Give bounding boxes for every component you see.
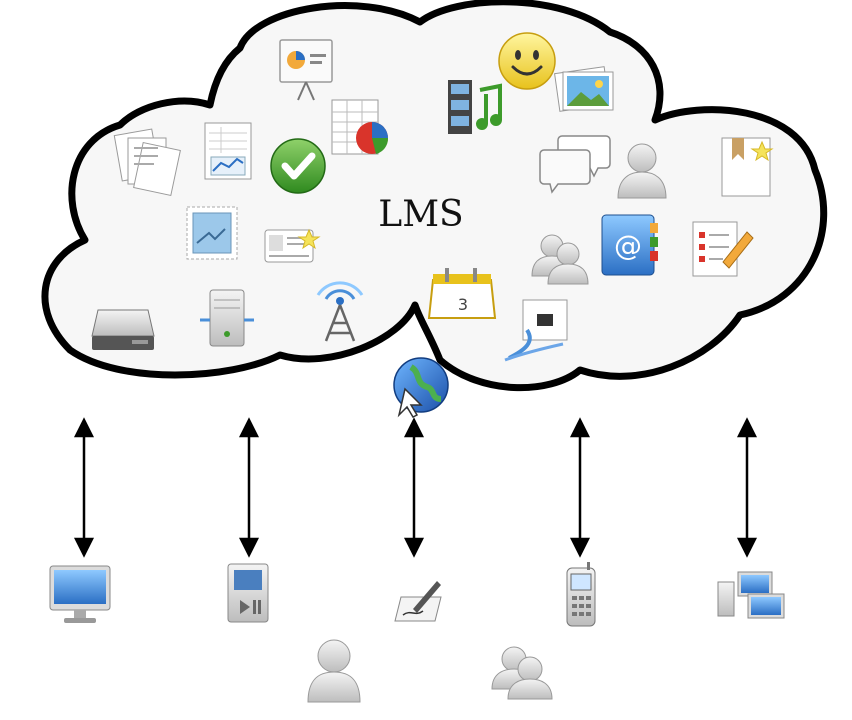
connector-arrow [238,417,260,558]
desktop-monitor-icon [49,565,111,623]
presentation-icon [279,39,333,101]
hard-drive-icon [91,309,155,350]
address-book-icon: @ [601,214,658,276]
user-icon [307,639,361,703]
broadcast-tower-icon [316,281,364,342]
calendar-icon: 3 [427,268,497,319]
mobile-phone-icon [566,562,596,627]
bookmark-document-icon [721,137,774,197]
server-tower-icon [200,289,254,347]
connector-arrow [73,417,95,558]
id-card-icon [264,228,321,263]
smiley-icon [498,32,556,90]
table-pie-chart-icon [331,99,389,155]
networked-computers-icon [717,571,785,619]
photos-icon [554,66,614,112]
checkmark-icon [270,138,326,194]
svg-text:3: 3 [458,295,468,314]
svg-text:@: @ [614,229,642,262]
user-icon [617,143,667,199]
connectors [73,417,758,558]
image-stamp-icon [186,206,238,260]
connector-arrow [569,417,591,558]
chat-bubbles-icon [539,135,611,194]
connector-arrow [736,417,758,558]
film-music-icon [448,80,502,134]
spreadsheet-chart-icon [204,122,252,180]
globe-cursor-icon [393,357,449,418]
network-plug-icon [504,299,568,362]
cloud-title: LMS [378,194,463,235]
documents-icon [113,128,181,197]
user-group-icon [531,234,589,285]
user-group-icon [491,646,553,700]
drawing-tablet-icon [394,581,442,622]
connector-arrow [403,417,425,558]
media-player-icon [227,563,269,623]
task-list-pencil-icon [692,221,754,277]
cloud-shape: LMS [41,0,828,392]
